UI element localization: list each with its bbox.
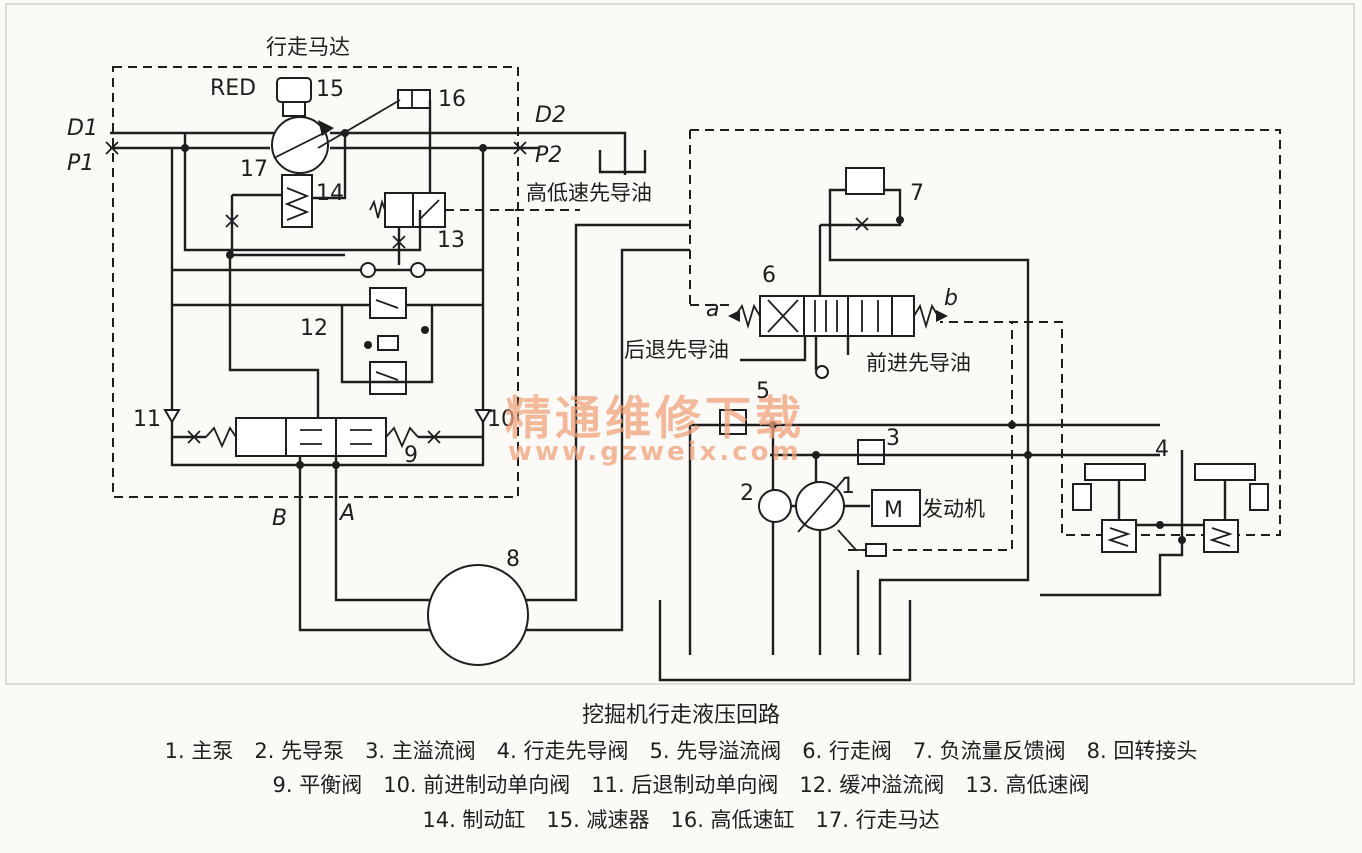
label-11: 11 [133, 407, 161, 432]
red-label: RED [210, 76, 256, 101]
motor-box-title: 行走马达 [266, 35, 350, 59]
brake-cylinder-14 [281, 174, 313, 228]
oil-tank [658, 600, 912, 682]
engine-m: M [884, 498, 903, 523]
watermark-text: 精通维修下载 [505, 391, 805, 445]
label-1: 1 [841, 474, 855, 499]
speed-valve-13 [384, 192, 414, 228]
label-12: 12 [300, 316, 328, 341]
balance-valve-9 [235, 417, 287, 457]
label-16: 16 [438, 87, 466, 112]
engine-label: 发动机 [922, 497, 985, 521]
label-3: 3 [886, 426, 900, 451]
cushion-relief-12b [369, 361, 407, 395]
label-6: 6 [762, 263, 776, 288]
spool-a-label: a [706, 297, 719, 322]
motor-arrow [273, 131, 327, 159]
pilot-relief-5 [719, 409, 747, 435]
label-14: 14 [316, 181, 344, 206]
label-4: 4 [1155, 437, 1169, 462]
speed-rod [317, 99, 401, 149]
reducer-15 [276, 77, 312, 103]
line-b [298, 248, 690, 632]
forward-brake-check-10 [474, 409, 492, 424]
cushion-relief-12a [369, 287, 407, 319]
label-9: 9 [404, 443, 418, 468]
figure-title: 挖掘机行走液压回路 [581, 703, 780, 728]
label-7: 7 [910, 181, 924, 206]
feedback-valve-7 [845, 167, 885, 195]
port-p2: P2 [535, 143, 562, 168]
brake-line [295, 133, 347, 200]
spool-b-label: b [944, 286, 958, 311]
label-17: 17 [240, 157, 268, 182]
motor-main-loop [170, 148, 485, 467]
drain-tank [598, 150, 647, 174]
hi-lo-pilot-label: 高低速先导油 [526, 181, 652, 205]
reverse-brake-check-11 [163, 409, 181, 424]
label-10: 10 [487, 407, 515, 432]
pilot-drain-loop [183, 133, 422, 252]
legend-line-1: 1. 主泵 2. 先导泵 3. 主溢流阀 4. 行走先导阀 5. 先导溢流阀 6… [164, 739, 1198, 763]
label-2: 2 [740, 481, 754, 506]
watermark-url: www.gzweix.com [508, 437, 802, 467]
main-relief-3 [857, 439, 885, 465]
label-13: 13 [437, 228, 465, 253]
travel-motor-box [112, 66, 519, 498]
speed-cyl-line [413, 100, 432, 202]
legend-line-3: 14. 制动缸 15. 减速器 16. 高低速缸 17. 行走马达 [422, 808, 940, 832]
d1-drain-line [110, 131, 627, 175]
engine-box [871, 489, 921, 527]
pilot-dashed-line [690, 129, 1281, 536]
label-15: 15 [316, 77, 344, 102]
port-d1: D1 [67, 116, 98, 141]
legend-line-2: 9. 平衡阀 10. 前进制动单向阀 11. 后退制动单向阀 12. 缓冲溢流阀… [272, 773, 1090, 797]
swivel-joint-8 [427, 564, 529, 666]
reverse-pilot-label: 后退先导油 [624, 338, 729, 362]
figure-frame [5, 3, 1355, 685]
pilot-pump-2 [758, 489, 792, 523]
port-d2: D2 [535, 103, 566, 128]
label-5: 5 [756, 379, 770, 404]
port-a: A [338, 501, 355, 526]
port-p1: P1 [67, 151, 94, 176]
label-8: 8 [506, 547, 520, 572]
forward-pilot-label: 前进先导油 [866, 351, 971, 375]
travel-pilot-valve-4 [1084, 463, 1146, 481]
speed-cylinder-16 [397, 89, 431, 109]
line-a [334, 223, 690, 602]
port-b: B [272, 506, 287, 531]
